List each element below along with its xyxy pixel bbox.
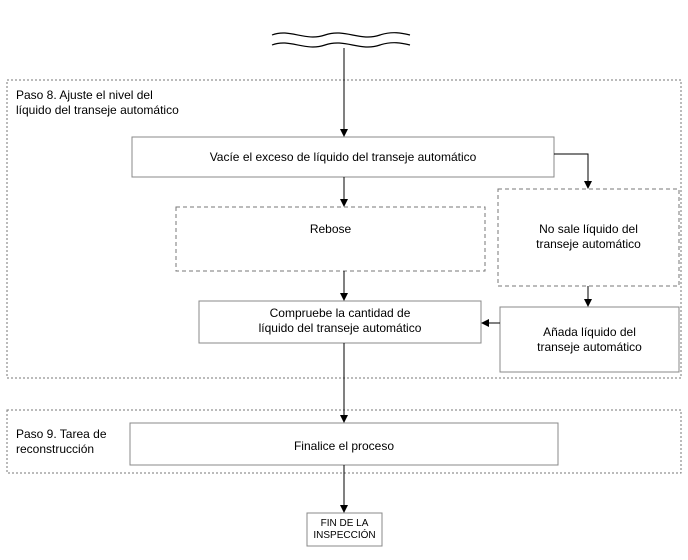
finish-box — [129, 422, 559, 466]
drain-box — [131, 136, 555, 178]
end-box — [306, 512, 383, 547]
finish-box-text: Finalice el proceso — [293, 439, 395, 453]
check-level-box — [198, 300, 482, 344]
step8-label-line2: líquido del transeje automático — [16, 103, 179, 117]
check-level-box-text-line2: líquido del transeje automático — [258, 321, 422, 335]
end-box-text-line1: FIN DE LA — [320, 518, 369, 529]
step9-label-line2: reconstrucción — [16, 442, 95, 456]
continuation-break-symbol — [271, 32, 411, 48]
overflow-box-text: Rebose — [309, 222, 352, 236]
no-fluid-box-text-line1: No sale líquido del — [539, 222, 638, 236]
no-fluid-box — [497, 188, 680, 287]
step9-label-line1: Paso 9. Tarea de — [16, 427, 107, 441]
no-fluid-box-text-line2: transeje automático — [536, 237, 641, 251]
check-level-box-text-line1: Compruebe la cantidad de — [269, 306, 411, 320]
end-box-text-line2: INSPECCIÓN — [313, 530, 376, 541]
add-fluid-box-text-line2: transeje automático — [537, 340, 642, 354]
arrow-drain-to-no-fluid — [554, 153, 592, 189]
add-fluid-box-text-line1: Añada líquido del — [543, 325, 636, 339]
drain-box-text: Vacíe el exceso de líquido del transeje … — [209, 150, 477, 164]
overflow-box — [175, 206, 486, 272]
step8-label-line1: Paso 8. Ajuste el nivel del — [16, 88, 153, 102]
add-fluid-box — [499, 306, 680, 373]
